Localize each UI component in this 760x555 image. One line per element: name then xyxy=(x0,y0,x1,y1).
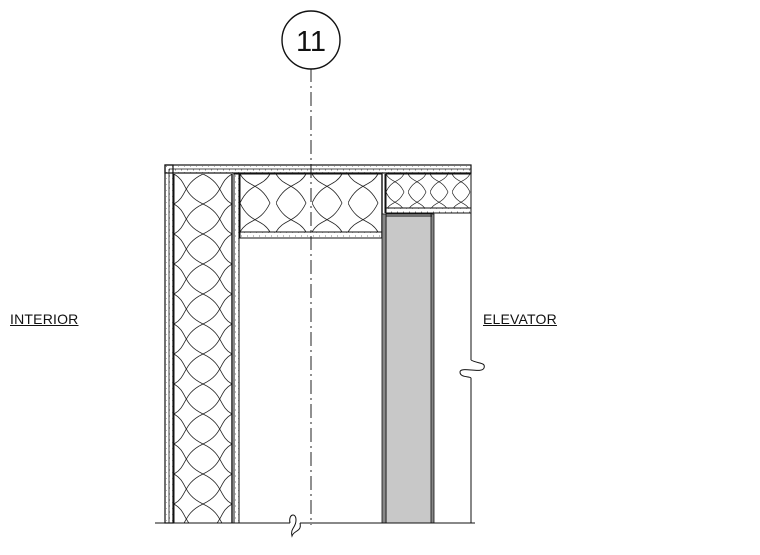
elevator-top-insulation xyxy=(385,173,472,214)
elevator-boundary xyxy=(459,165,485,523)
vertical-insulation xyxy=(173,174,235,523)
inner-gypsum-vertical xyxy=(233,173,240,524)
floor-line xyxy=(155,514,475,538)
grid-bubble-label: 11 xyxy=(296,26,326,58)
interior-label: INTERIOR xyxy=(10,311,79,327)
grid-bubble: 11 xyxy=(281,10,341,70)
horizontal-insulation xyxy=(239,173,386,239)
elevator-label: ELEVATOR xyxy=(483,311,557,327)
elevator-shaft-wall xyxy=(381,213,435,524)
